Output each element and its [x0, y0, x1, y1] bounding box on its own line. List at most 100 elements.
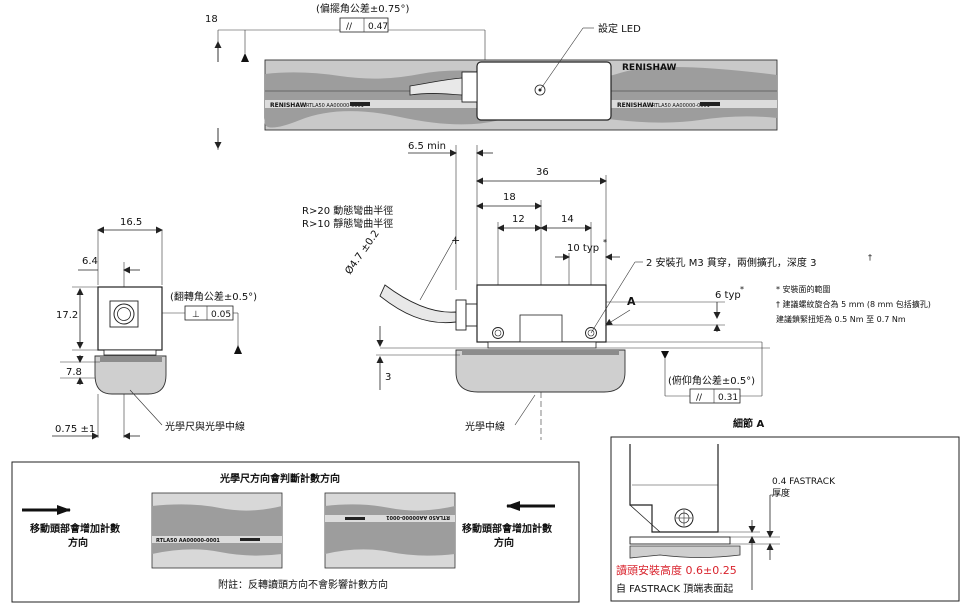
top-view: 18 (偏擺角公差±0.75°) // 0.47 RENISHAW RTLA50…: [205, 2, 778, 150]
left-text-1: 移動頭部會增加計數: [30, 522, 120, 535]
led-leader: [539, 27, 584, 91]
detail-readhead: [629, 444, 719, 533]
dim-7-8-label: 7.8: [66, 367, 82, 378]
readhead-foot: [103, 349, 157, 356]
direction-panel: 光學尺方向會判斷計數方向 RTLA50 AA00000-0001 RTLA50 …: [11, 461, 580, 603]
fastrack-label-2: 厚度: [772, 487, 790, 499]
fastrack-label-1: 0.4 FASTRACK: [772, 477, 836, 487]
scale-side: [462, 350, 619, 355]
cable: [409, 77, 463, 96]
dim-17-2-label: 17.2: [56, 310, 78, 321]
led-label: 設定 LED: [598, 22, 641, 35]
right-text-1: 移動頭部會增加計數: [462, 522, 552, 535]
note-1: * 安裝面的範圍: [776, 284, 831, 294]
from-label: 自 FASTRACK 頂端表面起: [616, 582, 733, 595]
direction-title: 光學尺方向會判斷計數方向: [219, 472, 340, 485]
note-2: † 建議螺紋旋合為 5 mm (8 mm 包括擴孔): [776, 299, 931, 309]
optical-window: [519, 314, 563, 343]
cable-gland: [461, 71, 478, 103]
dim-0-75-label: 0.75 ±1: [55, 424, 95, 435]
parallel-symbol-2: //: [696, 393, 703, 403]
detail-chamfer: [629, 504, 661, 533]
bend-dynamic: R>20 動態彎曲半徑: [302, 204, 393, 217]
mount-surface-side: [455, 349, 626, 393]
mount-hole-1-inner: [494, 329, 502, 337]
yaw-value: 0.47: [368, 22, 388, 32]
plus-mark: +: [451, 234, 460, 247]
scale-brand-2: RENISHAW: [617, 102, 654, 109]
datum-triangle: [234, 345, 242, 354]
mount-holes-label: 2 安裝孔 M3 貫穿，兩側擴孔，深度 3: [646, 256, 816, 269]
yaw-tolerance-label: (偏擺角公差±0.75°): [316, 2, 410, 15]
dim-18-side-label: 18: [503, 192, 516, 203]
readhead-foot-side: [487, 341, 597, 349]
dagger: †: [868, 253, 872, 262]
scale-marking-2: RTLA50 AA00000-0001: [652, 103, 710, 109]
scale-marking: RTLA50 AA00000-0001: [306, 103, 364, 109]
datum-triangle: [241, 53, 249, 62]
pitch-tolerance-label: (俯仰角公差±0.5°): [668, 374, 755, 387]
end-view: 16.5 6.4 17.2 7.8 0.75 ±1: [52, 217, 257, 440]
detail-a-leader: [605, 309, 631, 326]
dim-16-5-label: 16.5: [120, 217, 142, 228]
optical-centerline-label: 光學中線: [465, 420, 505, 433]
perpendicular-symbol: ⊥: [192, 310, 200, 320]
scale-left-band: [152, 504, 282, 556]
scale-right-tick: [345, 517, 365, 520]
pitch-value: 0.31: [718, 393, 738, 403]
centerline-label: 光學尺與光學中線: [165, 420, 245, 433]
detail-frame: [610, 436, 960, 602]
scale-left-marking: RTLA50 AA00000-0001: [156, 538, 220, 544]
cable-dim-line: [419, 235, 457, 301]
gland-nut: [465, 303, 478, 327]
asterisk-2: *: [740, 285, 744, 294]
direction-frame: [11, 461, 580, 603]
dim-6typ-label: 6 typ: [715, 290, 741, 301]
mount-hole-leader: [590, 261, 636, 334]
asterisk: *: [603, 238, 607, 247]
dim-6-5-label: 6.5 min: [408, 141, 446, 152]
detail-scale: [629, 545, 741, 559]
scale-tick-2: [700, 102, 720, 106]
scale-left-track: [152, 536, 282, 543]
dim-10typ-label: 10 typ: [567, 243, 599, 254]
detail-a-mark: A: [627, 295, 636, 308]
centerline-leader: [514, 394, 536, 426]
centerline-leader: [129, 389, 163, 426]
note-3: 建議鎖緊扭矩為 0.5 Nm 至 0.7 Nm: [776, 314, 906, 324]
fastrack: [629, 536, 731, 545]
mount-surface: [94, 355, 167, 395]
direction-footnote: 附註：反轉讀頭方向不會影響計數方向: [218, 578, 388, 591]
detail-a: 細節 A 0.4 FASTRACK 厚度 讀頭安裝高度 0.6±0.25 自 F…: [610, 417, 960, 602]
left-text-2: 方向: [68, 536, 88, 549]
roll-value: 0.05: [211, 310, 231, 320]
dim-36-label: 36: [536, 167, 549, 178]
bend-static: R>10 靜態彎曲半徑: [302, 217, 393, 230]
detail-a-title: 細節 A: [733, 417, 764, 430]
scale-right-band: [325, 504, 455, 556]
scale-right-track: [325, 515, 455, 522]
readhead-brand: RENISHAW: [622, 63, 677, 73]
datum-triangle: [661, 351, 669, 359]
scale-tick: [350, 102, 370, 106]
parallel-symbol: //: [346, 22, 353, 32]
mount-hole-2-inner: [587, 329, 595, 337]
scale-right-marking: RTLA50 AA00000-0001: [386, 514, 450, 520]
scale-left-tick: [240, 538, 260, 541]
height-label: 讀頭安裝高度 0.6±0.25: [616, 563, 737, 577]
roll-tolerance-label: (翻轉角公差±0.5°): [170, 290, 257, 303]
dim-6-4-label: 6.4: [82, 256, 98, 267]
dim-12-label: 12: [512, 214, 525, 225]
cable-core: [117, 307, 131, 321]
side-view: 6.5 min 36 18 12 14 10 typ * R>20 動態彎曲半徑…: [302, 141, 931, 440]
cable-diameter: Ø4.7 ±0.2: [343, 228, 382, 277]
gland-side: [455, 299, 467, 331]
scale-brand: RENISHAW: [270, 102, 307, 109]
dim-14-label: 14: [561, 214, 574, 225]
cable-side: [379, 284, 457, 324]
mount-hole-1: [492, 327, 504, 339]
dim-18-label: 18: [205, 14, 218, 25]
scale-section: [100, 356, 162, 362]
right-text-2: 方向: [494, 536, 514, 549]
